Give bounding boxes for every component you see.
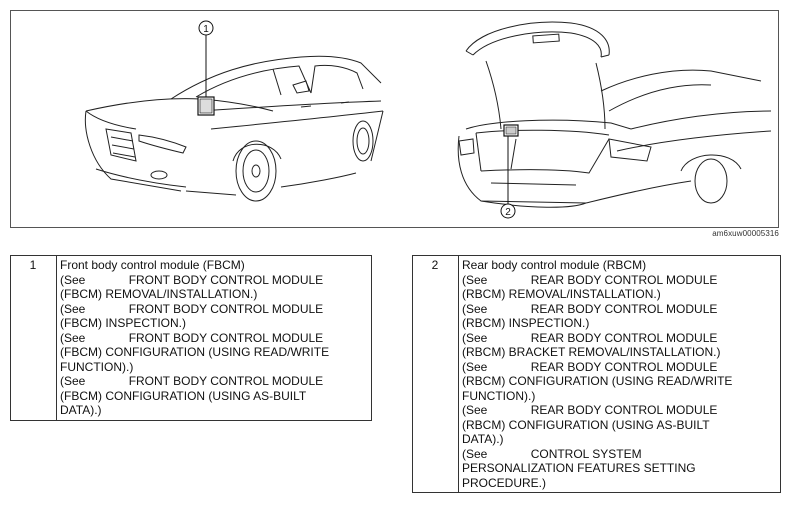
item-description: Front body control module (FBCM) (See FR… <box>56 255 372 421</box>
callout-circle-1 <box>198 20 214 36</box>
reference-link[interactable]: (See FRONT BODY CONTROL MODULE <box>60 330 324 345</box>
reference-link[interactable]: FUNCTION).) <box>60 359 134 374</box>
reference-link[interactable]: DATA).) <box>60 403 102 417</box>
reference-link[interactable]: FUNCTION).) <box>462 388 536 403</box>
item-number: 1 <box>10 255 57 421</box>
illustration-frame: 1 <box>10 10 779 228</box>
front-car-drawing <box>84 55 384 202</box>
callout-circle-2 <box>500 203 516 219</box>
reference-link[interactable]: DATA).) <box>462 432 504 446</box>
reference-link[interactable]: (FBCM) CONFIGURATION (USING AS-BUILT <box>60 388 307 403</box>
reference-link[interactable]: (RBCM) REMOVAL/INSTALLATION.) <box>462 287 661 301</box>
component-name: Rear body control module (RBCM) <box>462 258 647 272</box>
fbcm-table: 1 Front body control module (FBCM) (See … <box>10 255 372 421</box>
table-row: 1 Front body control module (FBCM) (See … <box>10 255 372 421</box>
reference-link[interactable]: PROCEDURE.) <box>462 475 547 490</box>
reference-link[interactable]: PERSONALIZATION FEATURES SETTING <box>462 461 696 475</box>
figure-code: am6xuw00005316 <box>712 229 779 238</box>
reference-link[interactable]: (FBCM) CONFIGURATION (USING READ/WRITE <box>60 345 330 359</box>
reference-link[interactable]: (FBCM) REMOVAL/INSTALLATION.) <box>60 287 258 301</box>
reference-link[interactable]: (See FRONT BODY CONTROL MODULE <box>60 272 324 287</box>
reference-link[interactable]: (See REAR BODY CONTROL MODULE <box>462 301 718 316</box>
rear-car-drawing <box>457 21 772 208</box>
callout-label-1: 1 <box>203 24 209 35</box>
rbcm-table: 2 Rear body control module (RBCM) (See R… <box>412 255 781 493</box>
reference-link[interactable]: (RBCM) CONFIGURATION (USING READ/WRITE <box>462 374 733 388</box>
reference-link[interactable]: (See FRONT BODY CONTROL MODULE <box>60 301 324 316</box>
reference-link[interactable]: (See CONTROL SYSTEM <box>462 446 642 461</box>
reference-link[interactable]: (See REAR BODY CONTROL MODULE <box>462 403 718 417</box>
reference-link[interactable]: (RBCM) INSPECTION.) <box>462 316 590 330</box>
item-number: 2 <box>412 255 459 493</box>
reference-link[interactable]: (See FRONT BODY CONTROL MODULE <box>60 374 324 388</box>
table-row: 2 Rear body control module (RBCM) (See R… <box>412 255 781 493</box>
rbcm-module-icon <box>503 124 519 137</box>
reference-link[interactable]: (RBCM) CONFIGURATION (USING AS-BUILT <box>462 417 710 432</box>
vehicle-illustration: 1 <box>84 20 772 219</box>
component-name: Front body control module (FBCM) <box>60 258 245 272</box>
item-description: Rear body control module (RBCM) (See REA… <box>458 255 781 493</box>
reference-link[interactable]: (See REAR BODY CONTROL MODULE <box>462 272 718 287</box>
reference-link[interactable]: (RBCM) BRACKET REMOVAL/INSTALLATION.) <box>462 345 721 359</box>
reference-link[interactable]: (FBCM) INSPECTION.) <box>60 316 186 330</box>
reference-link[interactable]: (See REAR BODY CONTROL MODULE <box>462 359 718 374</box>
fbcm-module-icon <box>197 96 215 116</box>
callout-label-2: 2 <box>505 207 511 218</box>
reference-link[interactable]: (See REAR BODY CONTROL MODULE <box>462 330 718 345</box>
